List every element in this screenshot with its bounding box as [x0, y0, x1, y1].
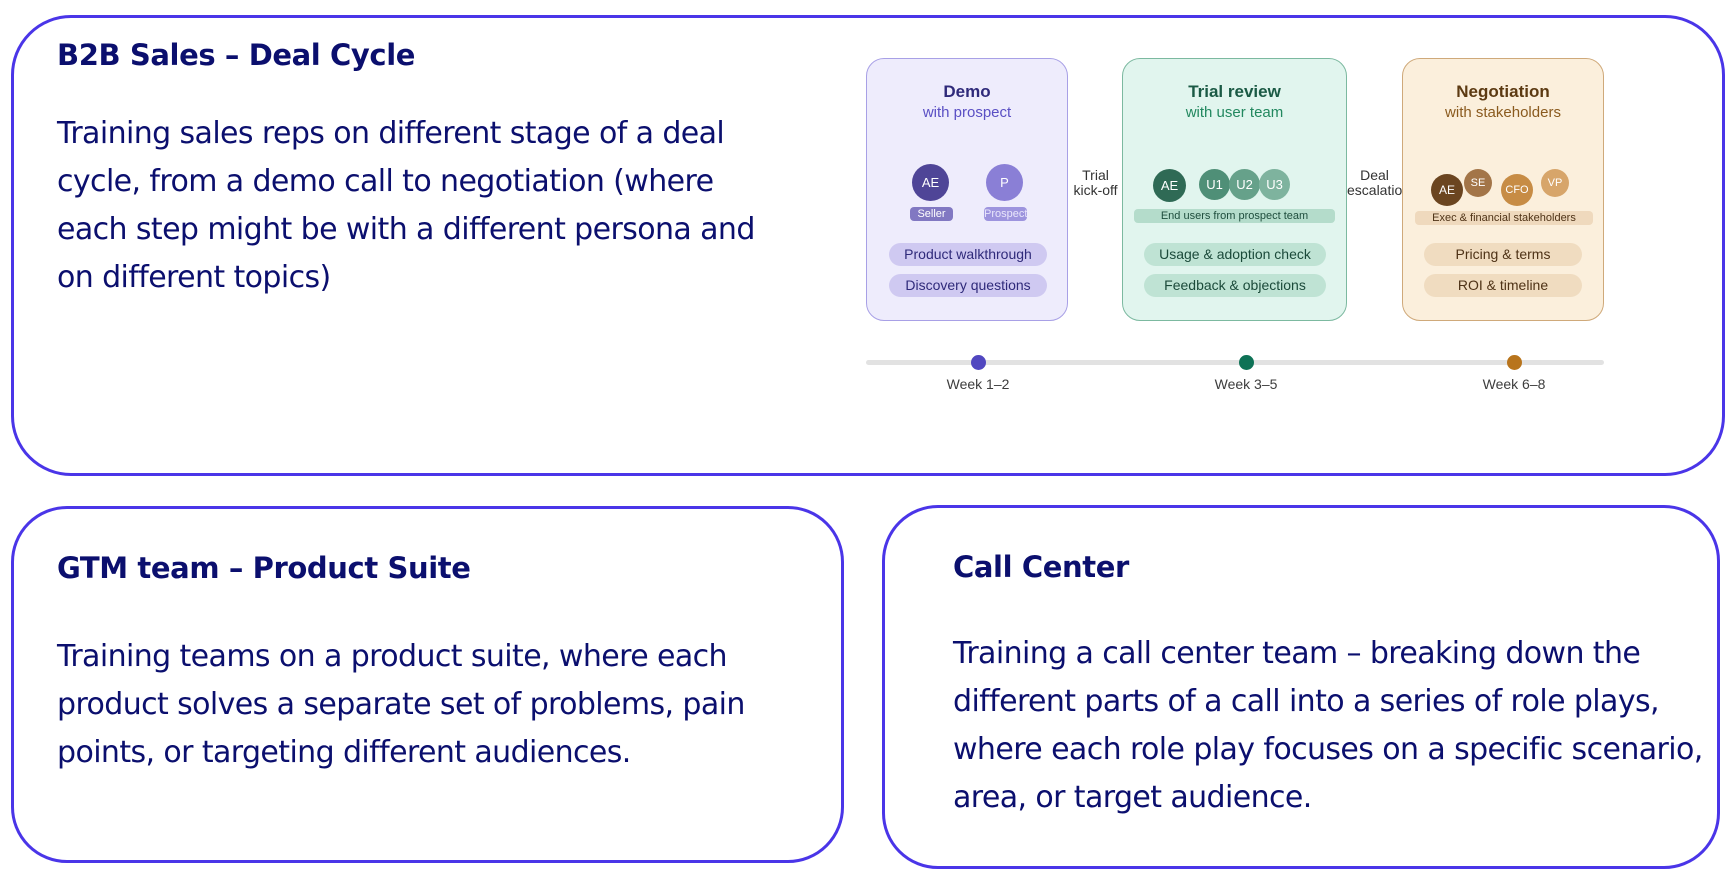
topic-chip: Pricing & terms: [1424, 243, 1582, 266]
transition-label-trial-kickoff: Trial kick-off: [1069, 168, 1122, 198]
avatar-user: U1: [1199, 169, 1230, 200]
gtm-product-suite-panel: GTM team – Product Suite Training teams …: [11, 506, 844, 863]
timeline-track: [866, 360, 1604, 365]
timeline-dot-week-1-2: [971, 355, 986, 370]
timeline-label: Week 3–5: [1214, 376, 1278, 392]
call-center-description: Training a call center team – breaking d…: [953, 636, 1703, 815]
avatar-prospect: P: [986, 164, 1023, 201]
avatar-ae: AE: [912, 164, 949, 201]
timeline-label: Week 1–2: [946, 376, 1010, 392]
stage-subtitle: with user team: [1185, 104, 1284, 121]
b2b-sales-title: B2B Sales – Deal Cycle: [57, 38, 416, 72]
group-tag-end-users: End users from prospect team: [1134, 209, 1335, 223]
gtm-description: Training teams on a product suite, where…: [57, 639, 745, 770]
call-center-title: Call Center: [953, 550, 1129, 584]
timeline-dot-week-6-8: [1507, 355, 1522, 370]
call-center-panel: Call Center Training a call center team …: [882, 505, 1720, 869]
timeline-dot-week-3-5: [1239, 355, 1254, 370]
topic-chip: Usage & adoption check: [1144, 243, 1326, 266]
avatar-ae: AE: [1153, 169, 1186, 202]
role-tag-seller: Seller: [910, 207, 953, 221]
transition-line: Trial: [1082, 168, 1109, 183]
transition-line: kick-off: [1073, 182, 1118, 198]
group-tag-stakeholders: Exec & financial stakeholders: [1415, 211, 1593, 225]
avatar-se: SE: [1464, 169, 1492, 197]
b2b-sales-description: Training sales reps on different stage o…: [57, 116, 755, 295]
transition-line: escalation: [1347, 182, 1402, 198]
gtm-title: GTM team – Product Suite: [57, 551, 471, 585]
role-tag-prospect: Prospect: [984, 207, 1027, 221]
topic-chip: Discovery questions: [889, 274, 1047, 297]
timeline-label: Week 6–8: [1482, 376, 1546, 392]
stage-title: Negotiation: [1456, 82, 1550, 101]
avatar-ae: AE: [1431, 174, 1463, 206]
avatar-user: U3: [1259, 169, 1290, 200]
stage-title: Demo: [943, 82, 991, 101]
avatar-vp: VP: [1541, 169, 1569, 197]
stage-subtitle: with prospect: [922, 104, 1012, 121]
topic-chip: Feedback & objections: [1144, 274, 1326, 297]
avatar-user: U2: [1229, 169, 1260, 200]
topic-chip: ROI & timeline: [1424, 274, 1582, 297]
avatar-cfo: CFO: [1501, 174, 1533, 206]
stage-card-trial-review: Trial review with user team AE U1 U2 U3 …: [1122, 58, 1347, 321]
transition-label-deal-escalation: Deal escalation: [1347, 168, 1402, 198]
stage-subtitle: with stakeholders: [1445, 104, 1561, 121]
transition-line: Deal: [1360, 168, 1389, 183]
topic-chip: Product walkthrough: [889, 243, 1047, 266]
stage-title: Trial review: [1188, 82, 1281, 101]
stage-card-negotiation: Negotiation with stakeholders AE SE CFO …: [1402, 58, 1604, 321]
stage-card-demo: Demo with prospect AE P Seller Prospect …: [866, 58, 1068, 321]
